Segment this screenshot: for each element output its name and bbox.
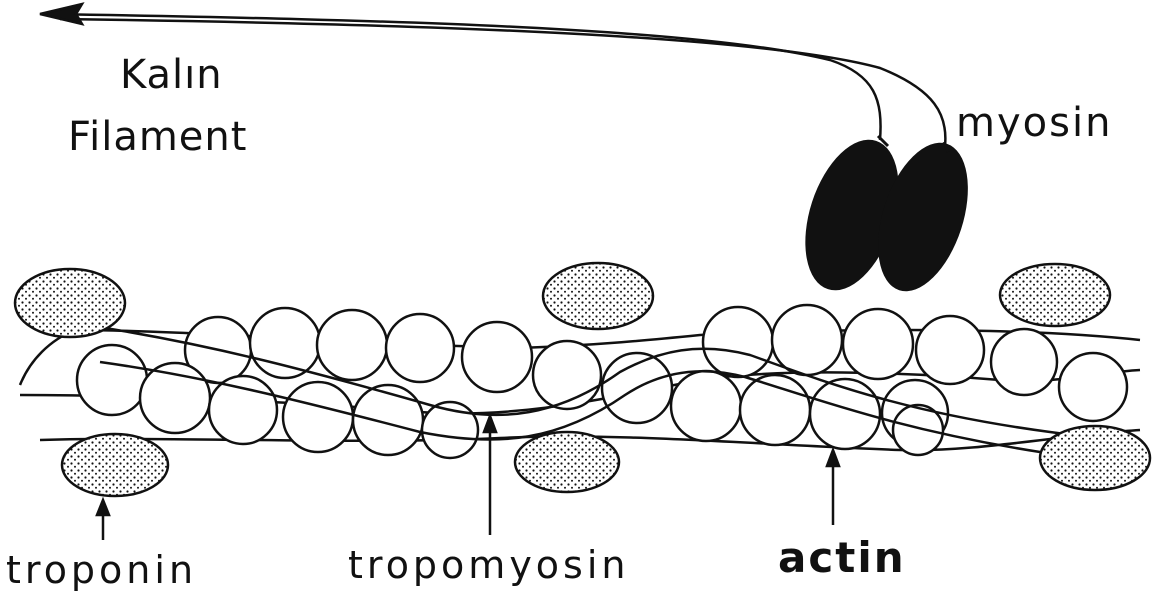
actin-label: actin (778, 533, 906, 582)
actin-monomer (533, 341, 601, 409)
myosin-label: myosin (956, 100, 1112, 146)
thick-filament-label-line2: Filament (68, 114, 247, 160)
actin-monomer (843, 309, 913, 379)
troponin-blob (515, 432, 619, 492)
actin-monomer (671, 371, 741, 441)
troponin-blob (62, 434, 168, 496)
actin-monomer (209, 376, 277, 444)
actin-monomer (462, 322, 532, 392)
actin-monomer (1059, 353, 1127, 421)
actin-monomer (353, 385, 423, 455)
troponin-blob (543, 263, 653, 329)
actin-monomer (772, 305, 842, 375)
tropomyosin-label: tropomyosin (348, 543, 630, 587)
troponin-blob (1040, 426, 1150, 490)
actin-monomer (77, 345, 147, 415)
myosin-heads (788, 128, 985, 303)
actin-monomer (250, 308, 320, 378)
troponin-blob (15, 269, 125, 337)
actin-monomer (386, 314, 454, 382)
troponin-label: troponin (6, 548, 197, 592)
actin-monomer (916, 316, 984, 384)
actin-monomer (283, 382, 353, 452)
actin-monomer (703, 307, 773, 377)
actin-monomer (991, 329, 1057, 395)
arrowhead (40, 4, 82, 24)
actin-monomer (317, 310, 387, 380)
thick-filament-label-line1: Kalın (120, 52, 223, 98)
troponin-blob (1000, 264, 1110, 326)
